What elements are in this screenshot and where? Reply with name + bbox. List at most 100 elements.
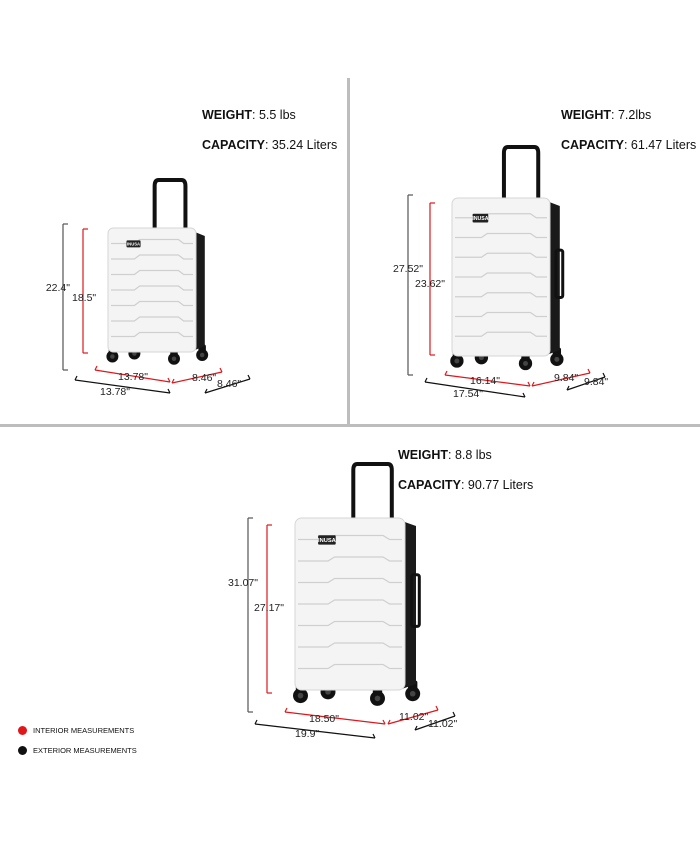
shell-rib — [111, 254, 193, 260]
int-width-line-tick — [527, 381, 531, 387]
int-width-label-small: 13.78" — [118, 371, 148, 383]
wheel-hub — [110, 354, 115, 359]
side-handle — [554, 248, 565, 300]
shell-rib — [455, 292, 547, 298]
shell-rib — [298, 642, 402, 648]
suitcase-large: INUSA — [293, 462, 421, 706]
int-width-line-tick — [382, 719, 386, 725]
capacity-spec-small: CAPACITY: 35.24 Liters — [202, 138, 337, 152]
shell-rib — [111, 269, 193, 276]
ext-depth-line-tick — [204, 388, 208, 394]
ext-width-label-large: 19.9" — [295, 728, 319, 740]
int-width-label-medium: 16.14" — [470, 375, 500, 387]
int-depth-line — [531, 372, 591, 387]
wheel-hub — [409, 690, 416, 697]
ext-width-line-tick — [167, 388, 171, 394]
brand-logo-text: INUSA — [472, 216, 488, 222]
black-dot-icon — [18, 746, 27, 755]
int-width-line-tick — [444, 370, 448, 376]
int-depth-label-medium: 9.84" — [554, 372, 578, 384]
wheel-hub — [454, 358, 460, 364]
ext-depth-line-tick — [247, 374, 251, 380]
weight-value: : 7.2lbs — [611, 108, 652, 122]
int-depth-line-tick — [219, 367, 223, 373]
int-width-line-tick — [94, 365, 98, 371]
ext-width-line-tick — [74, 375, 78, 381]
red-dot-icon — [18, 726, 27, 735]
ext-depth-line-tick — [566, 385, 570, 391]
int-width-label-large: 18.50" — [309, 713, 339, 725]
shell-rib — [111, 316, 193, 322]
ext-height-label-medium: 27.52" — [393, 263, 423, 275]
shell-rib — [298, 577, 402, 584]
int-depth-line-tick — [435, 705, 439, 711]
wheel-hub — [554, 356, 560, 362]
brand-logo-badge — [126, 240, 141, 248]
weight-spec-medium: WEIGHT: 7.2lbs — [561, 108, 651, 122]
weight-label: WEIGHT — [202, 108, 252, 122]
ext-width-line-tick — [424, 377, 428, 383]
shell-rib — [298, 556, 402, 562]
shell-rib — [298, 599, 402, 605]
capacity-label: CAPACITY — [202, 138, 265, 152]
telescoping-handle — [152, 178, 188, 233]
ext-width-line — [424, 381, 526, 398]
ext-width-line-tick — [254, 719, 258, 725]
int-depth-line — [387, 709, 439, 725]
ext-depth-line — [204, 378, 251, 394]
legend-exterior: EXTERIOR MEASUREMENTS — [18, 746, 137, 755]
ext-depth-label-large: 11.02" — [428, 718, 457, 730]
ext-width-label-medium: 17.54" — [453, 388, 483, 400]
telescoping-handle — [501, 145, 541, 203]
weight-label: WEIGHT — [398, 448, 448, 462]
capacity-spec-large: CAPACITY: 90.77 Liters — [398, 478, 533, 492]
weight-value: : 5.5 lbs — [252, 108, 296, 122]
shell-rib — [455, 232, 547, 239]
shell-rib — [111, 285, 193, 291]
capacity-value: : 35.24 Liters — [264, 138, 338, 152]
ext-depth-label-small: 8.46" — [217, 378, 241, 390]
weight-label: WEIGHT — [561, 108, 611, 122]
shell-rib — [111, 300, 193, 307]
ext-width-line-tick — [522, 392, 526, 398]
int-height-label-large: 27.17" — [254, 602, 284, 614]
shell-rib — [455, 311, 547, 318]
dimension-lines — [62, 194, 606, 739]
ext-width-line — [254, 723, 376, 739]
wheel-hub — [374, 695, 381, 702]
wheel-hub — [199, 352, 205, 358]
wheel-hub — [297, 692, 304, 699]
int-height-label-medium: 23.62" — [415, 278, 445, 290]
ext-depth-label-medium: 9.84" — [584, 376, 608, 388]
int-depth-label-large: 11.02" — [399, 711, 428, 723]
int-depth-line-tick — [531, 381, 535, 387]
shell-rib — [298, 620, 402, 627]
capacity-label: CAPACITY — [561, 138, 624, 152]
ext-depth-line — [566, 376, 606, 391]
suitcases: INUSA INUSA INUSA — [106, 145, 565, 706]
capacity-spec-medium: CAPACITY: 61.47 Liters — [561, 138, 696, 152]
legend-exterior-label: EXTERIOR MEASUREMENTS — [33, 746, 137, 755]
capacity-value: : 61.47 Liters — [623, 138, 697, 152]
int-width-line — [284, 711, 386, 725]
shell-rib — [455, 272, 547, 278]
wheel-hub — [171, 356, 177, 361]
int-depth-label-small: 8.46" — [192, 372, 216, 384]
int-depth-line-tick — [587, 368, 591, 374]
brand-logo-text: INUSA — [318, 538, 336, 544]
brand-logo-badge — [318, 535, 336, 545]
brand-logo-text: INUSA — [127, 241, 140, 246]
ext-depth-line-tick — [452, 711, 456, 717]
weight-spec-small: WEIGHT: 5.5 lbs — [202, 108, 296, 122]
int-width-line-tick — [284, 707, 288, 713]
weight-spec-large: WEIGHT: 8.8 lbs — [398, 448, 492, 462]
weight-value: : 8.8 lbs — [448, 448, 492, 462]
ext-depth-line-tick — [602, 372, 606, 378]
horizontal-divider — [0, 424, 700, 427]
ext-width-line-tick — [372, 733, 376, 739]
capacity-value: : 90.77 Liters — [460, 478, 534, 492]
int-depth-line-tick — [171, 378, 175, 384]
legend-interior: INTERIOR MEASUREMENTS — [18, 726, 134, 735]
int-width-line — [94, 369, 171, 383]
